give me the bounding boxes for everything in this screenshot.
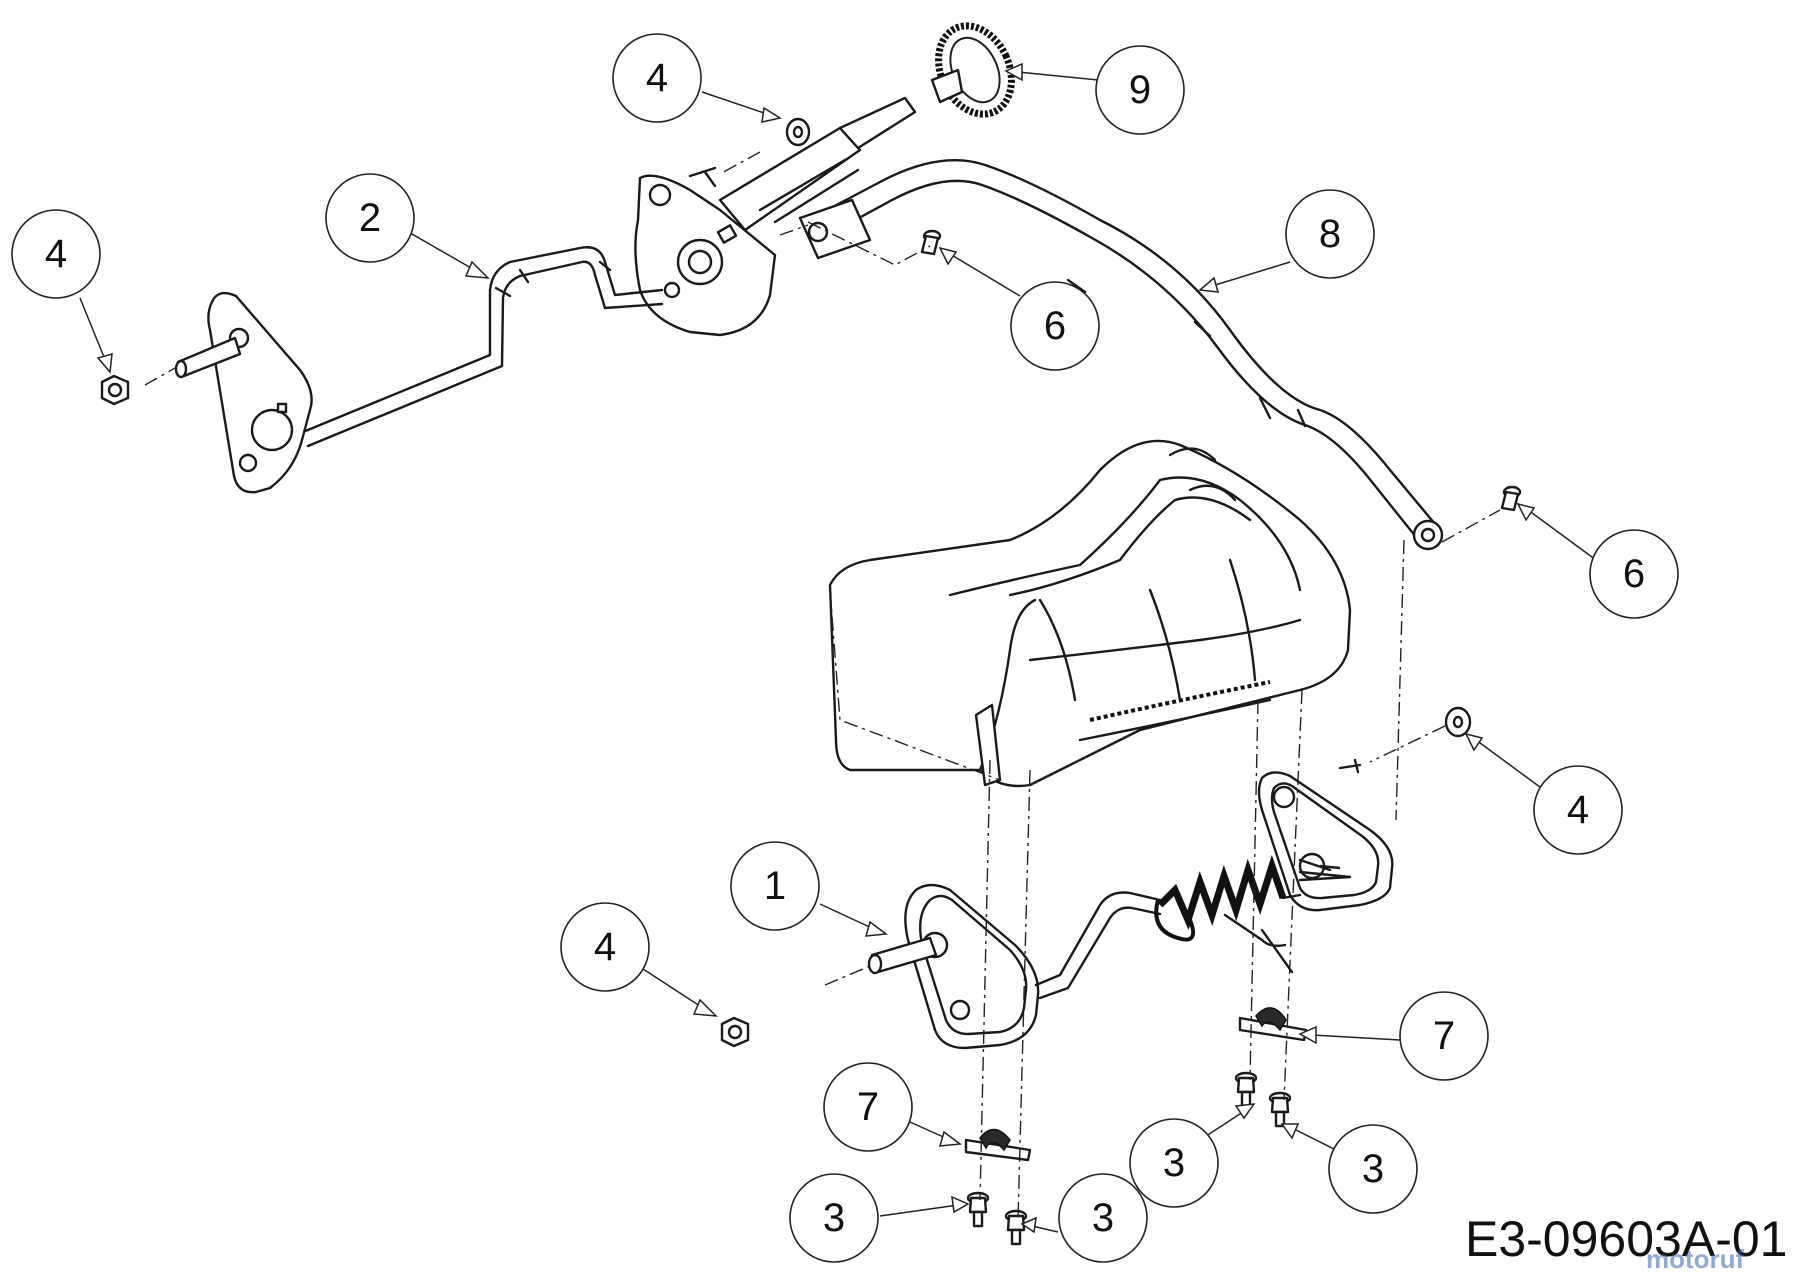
callout-7-left: 7 [823,1062,913,1152]
callout-label: 4 [646,56,668,100]
nut-4-lower-left [720,1016,750,1048]
screw-6-upper [920,229,942,256]
callout-label: 9 [1129,68,1151,112]
callout-label: 7 [1433,1014,1455,1058]
callout-label: 1 [764,864,786,908]
callout-8: 8 [1285,189,1375,279]
assembly-lines [144,151,1501,1221]
callout-2: 2 [325,173,415,263]
lower-axle-part [867,758,1394,1050]
watermark-logo: motoruf [1646,1244,1745,1272]
washer-4-right [1444,706,1472,738]
callout-1: 1 [730,841,820,931]
upper-left-plate [174,291,313,494]
upper-axle-part [301,246,664,448]
bolt-3-a [966,1191,990,1228]
deck-housing-part [828,439,1352,788]
callout-label: 3 [823,1196,845,1240]
callout-label: 3 [1163,1141,1185,1185]
callout-4-top: 4 [612,33,702,123]
callout-label: 4 [594,925,616,969]
callout-6-lower: 6 [1589,529,1679,619]
handle-bar-part [798,159,1444,551]
adjuster-knob-part [930,22,1015,118]
callout-label: 7 [857,1085,879,1129]
tension-spring-part [1154,854,1302,974]
screw-6-lower [1500,485,1522,512]
callout-label: 2 [359,196,381,240]
clip-bracket-lower-right [1238,1007,1308,1042]
drawing-code: E3-09603A-01 [1465,1211,1787,1267]
callout-4-lower-left: 4 [560,902,650,992]
callout-label: 8 [1319,212,1341,256]
washer-4-upper [785,117,811,147]
height-adjust-lever [634,96,917,337]
callout-3-bottom-center: 3 [1058,1173,1148,1263]
bolt-3-b [1004,1209,1028,1246]
callout-label: 6 [1044,304,1066,348]
callout-3-mid-right: 3 [1328,1124,1418,1214]
callout-label: 4 [1567,788,1589,832]
callout-9: 9 [1095,45,1185,135]
bolt-3-c [1234,1071,1258,1108]
callout-4-left: 4 [11,209,101,299]
callout-label: 3 [1092,1196,1114,1240]
bolt-3-d [1268,1091,1292,1128]
nut-4-upper-left [100,374,130,406]
callout-3-mid-left: 3 [1129,1118,1219,1208]
callout-4-right: 4 [1533,765,1623,855]
callout-label: 3 [1362,1147,1384,1191]
callout-label: 6 [1623,552,1645,596]
callout-leaders [79,62,1597,1234]
callout-label: 4 [45,232,67,276]
callout-3-bottom-left: 3 [789,1173,879,1263]
clip-bracket-lower-left [964,1128,1032,1162]
callout-6-upper: 6 [1010,281,1100,371]
callout-7-right: 7 [1399,991,1489,1081]
